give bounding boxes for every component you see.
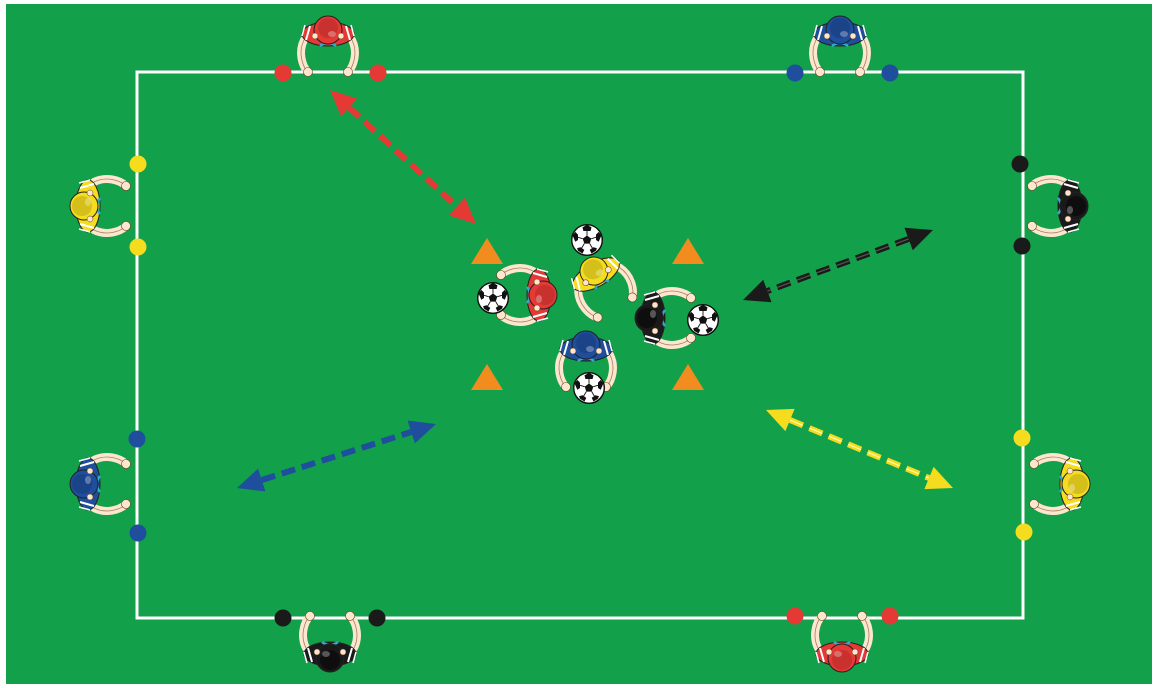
- soccer-ball-icon: [478, 283, 509, 314]
- black-disc-marker: [1012, 156, 1029, 173]
- red-disc-marker: [275, 65, 292, 82]
- black-disc-marker: [369, 610, 386, 627]
- yellow-disc-marker: [130, 156, 147, 173]
- yellow-disc-marker: [1014, 430, 1031, 447]
- soccer-ball-icon: [572, 225, 603, 256]
- red-disc-marker: [882, 608, 899, 625]
- black-disc-marker: [1014, 238, 1031, 255]
- blue-disc-marker: [787, 65, 804, 82]
- blue-disc-marker: [130, 525, 147, 542]
- blue-disc-marker: [882, 65, 899, 82]
- black-disc-marker: [275, 610, 292, 627]
- red-disc-marker: [787, 608, 804, 625]
- blue-disc-marker: [129, 431, 146, 448]
- soccer-ball-icon: [688, 305, 719, 336]
- red-disc-marker: [370, 65, 387, 82]
- soccer-ball-icon: [574, 373, 605, 404]
- yellow-disc-marker: [130, 239, 147, 256]
- yellow-disc-marker: [1016, 524, 1033, 541]
